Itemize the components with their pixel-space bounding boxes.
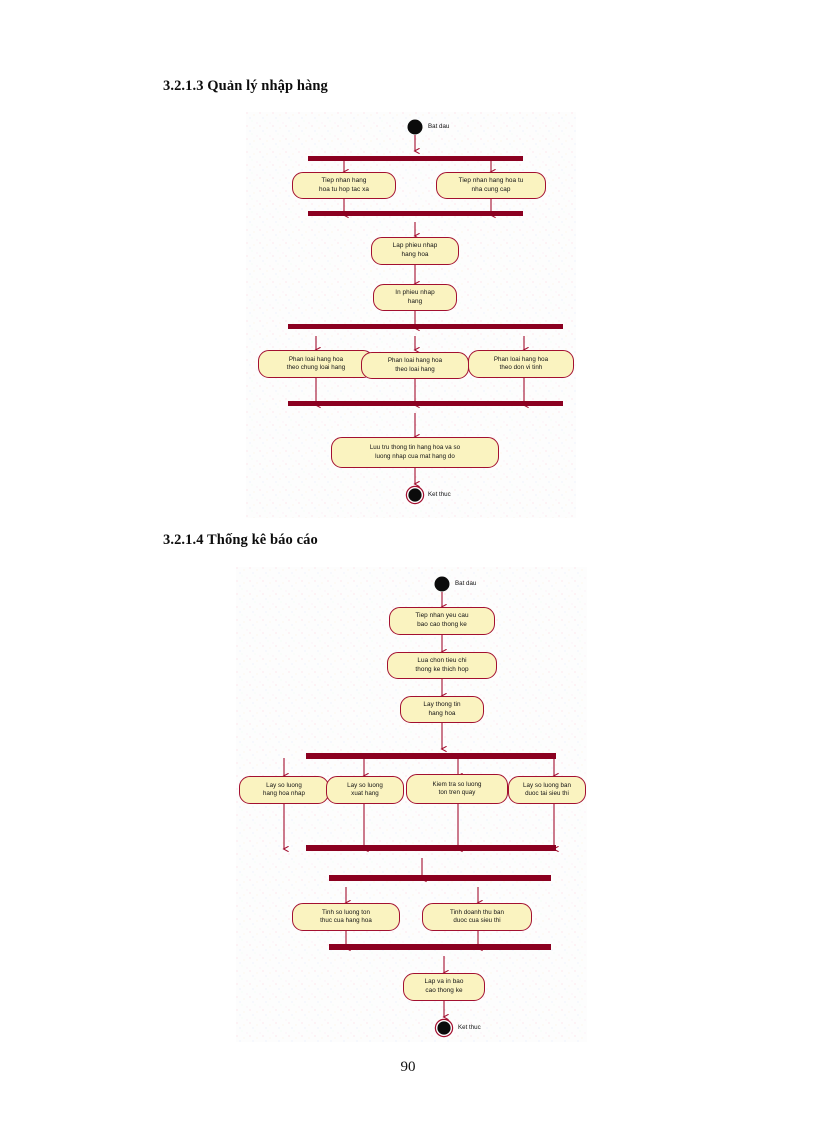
activity-node[interactable]: Kiem tra so luong ton tren quay — [406, 774, 508, 804]
activity-diagram-quan-ly-nhap-hang: Bat dau Ket thuc Tiep nhan hang hoa tu h… — [246, 112, 576, 518]
activity-node[interactable]: Lay so luong ban duoc tai sieu thi — [508, 776, 586, 804]
fork-bar-2 — [329, 875, 551, 881]
activity-node[interactable]: Lap phieu nhap hang hoa — [371, 237, 459, 265]
activity-node[interactable]: In phieu nhap hang — [373, 284, 457, 311]
activity-node[interactable]: Tiep nhan hang hoa tu nha cung cap — [436, 172, 546, 199]
activity-node[interactable]: Lay so luong xuat hang — [326, 776, 404, 804]
end-node-label: Ket thuc — [458, 1024, 481, 1031]
join-bar-2 — [329, 944, 551, 950]
activity-node[interactable]: Lay so luong hang hoa nhap — [239, 776, 329, 804]
page-number: 90 — [400, 1059, 416, 1075]
join-bar-2 — [288, 401, 563, 406]
activity-node[interactable]: Lay thong tin hang hoa — [400, 696, 484, 723]
end-node-label: Ket thuc — [428, 491, 451, 498]
activity-diagram-thong-ke-bao-cao: Bat dau Ket thuc Tiep nhan yeu cau bao c… — [236, 567, 587, 1042]
fork-bar-1 — [306, 753, 556, 759]
page-heading-1: 3.2.1.3 Quản lý nhập hàng — [163, 78, 328, 94]
join-bar-1 — [308, 211, 523, 216]
activity-node[interactable]: Lap va in bao cao thong ke — [403, 973, 485, 1001]
end-node — [437, 1021, 451, 1035]
activity-node[interactable]: Tinh so luong ton thuc cua hang hoa — [292, 903, 400, 931]
diagram-2-connectors — [236, 576, 587, 1038]
start-node-label: Bat dau — [455, 580, 477, 587]
end-node — [408, 488, 422, 502]
activity-node[interactable]: Tiep nhan yeu cau bao cao thong ke — [389, 607, 495, 635]
start-node — [434, 576, 450, 592]
fork-bar-1 — [308, 156, 523, 161]
fork-bar-2 — [288, 324, 563, 329]
page-heading-2: 3.2.1.4 Thống kê báo cáo — [163, 532, 318, 548]
activity-node[interactable]: Luu tru thong tin hang hoa va so luong n… — [331, 437, 499, 468]
activity-node[interactable]: Phan loai hang hoa theo chung loai hang — [258, 350, 374, 378]
start-node-label: Bat dau — [428, 123, 450, 130]
activity-node[interactable]: Tinh doanh thu ban duoc cua sieu thi — [422, 903, 532, 931]
diagram-1-connectors — [288, 119, 563, 505]
activity-node[interactable]: Lua chon tieu chi thong ke thich hop — [387, 652, 497, 679]
activity-node[interactable]: Phan loai hang hoa theo don vi tinh — [468, 350, 574, 378]
join-bar-1 — [306, 845, 556, 851]
activity-node[interactable]: Phan loai hang hoa theo loai hang — [361, 352, 469, 379]
activity-node[interactable]: Tiep nhan hang hoa tu hop tac xa — [292, 172, 396, 199]
start-node — [407, 119, 423, 135]
